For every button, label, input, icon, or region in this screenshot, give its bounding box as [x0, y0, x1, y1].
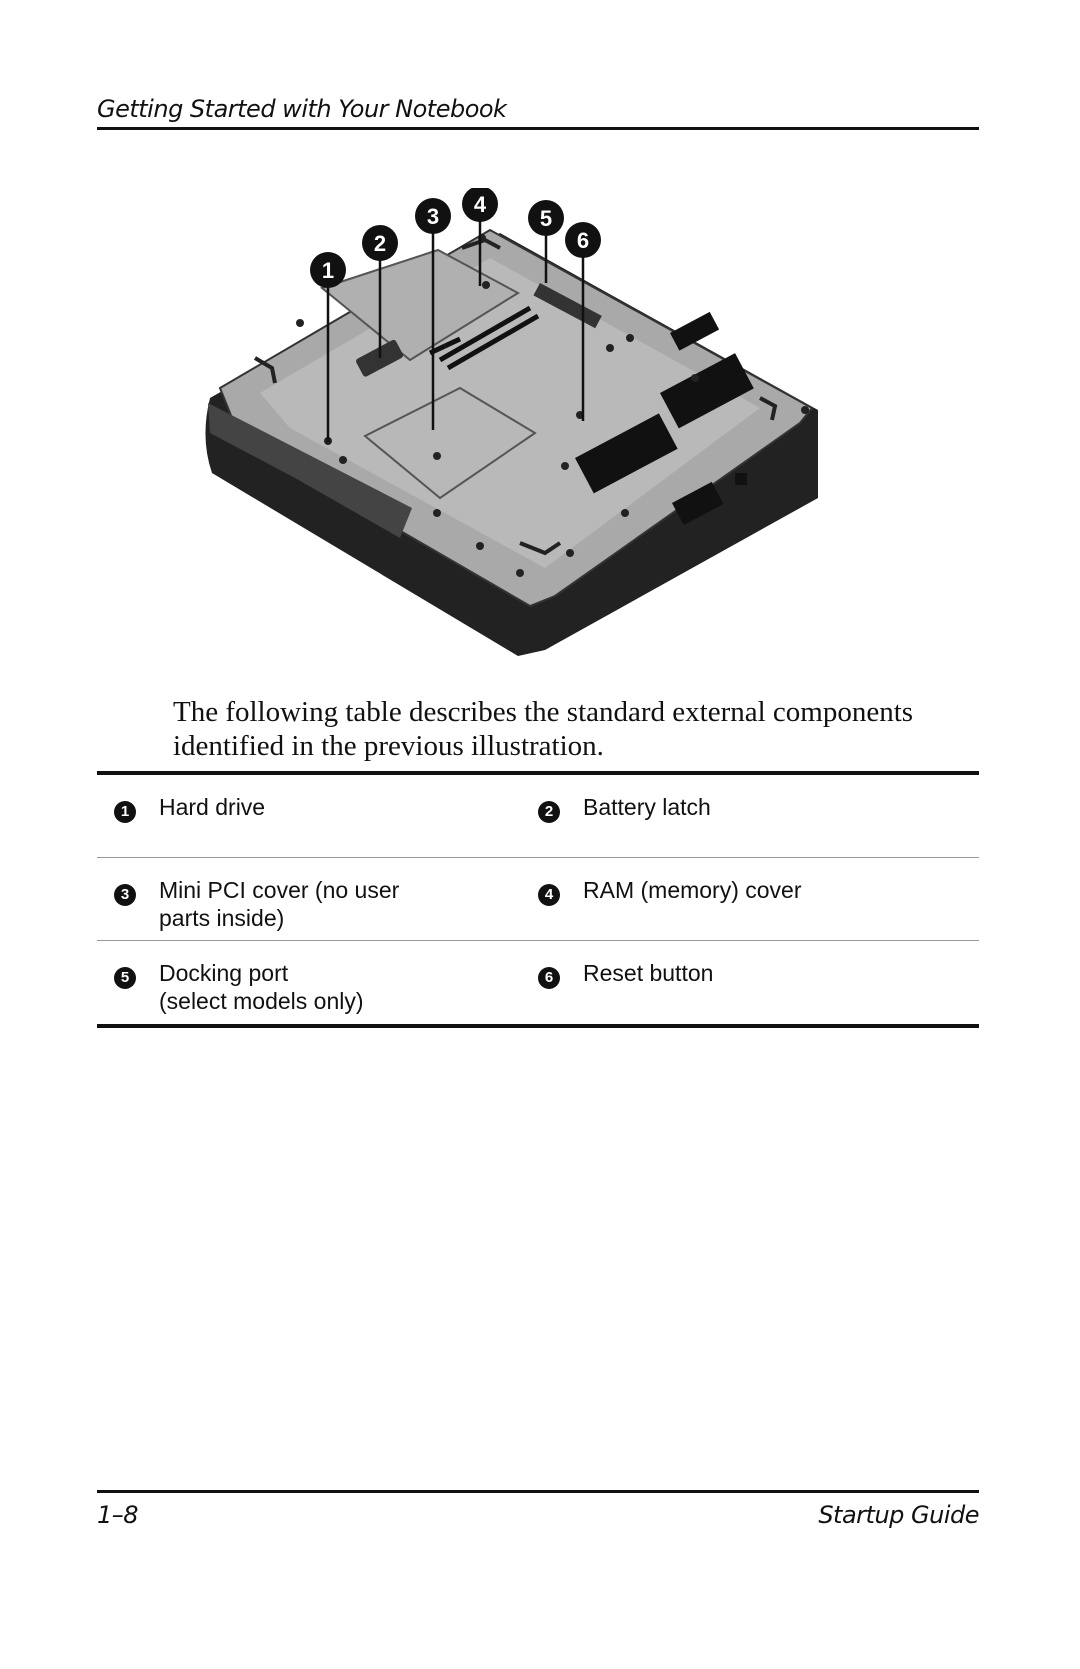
table-cell: 3 Mini PCI cover (no user parts inside) — [97, 858, 538, 940]
component-label: Mini PCI cover (no user parts inside) — [159, 877, 400, 931]
notebook-bottom-illustration: 1 2 3 4 5 6 — [200, 186, 880, 693]
callout-1-circle — [310, 252, 346, 288]
callouts: 1 2 3 4 5 6 — [310, 186, 601, 288]
callout-number: 1 — [114, 801, 136, 823]
callout-leader-lines — [326, 218, 585, 442]
table-cell: 5 Docking port (select models only) — [97, 941, 538, 1024]
guide-title: Startup Guide — [818, 1501, 979, 1529]
callout-number: 5 — [114, 967, 136, 989]
component-label: Docking port (select models only) — [159, 960, 364, 1014]
callout-4-label: 4 — [474, 192, 487, 217]
component-label: Battery latch — [583, 794, 711, 820]
table-row: 1 Hard drive 2 Battery latch — [97, 775, 979, 858]
callout-3-circle — [415, 198, 451, 234]
callout-5-label: 5 — [540, 206, 552, 231]
vent-grille — [575, 311, 754, 494]
docking-port-shape — [533, 283, 602, 329]
component-label: Reset button — [583, 960, 714, 986]
callout-4-circle — [462, 186, 498, 222]
callout-number: 2 — [538, 801, 560, 823]
components-table: 1 Hard drive 2 Battery latch 3 Mini PCI … — [97, 771, 979, 1028]
component-label: Hard drive — [159, 794, 266, 820]
callout-5-circle — [528, 200, 564, 236]
component-label: RAM (memory) cover — [583, 877, 802, 903]
page-header: Getting Started with Your Notebook — [97, 95, 979, 130]
page-number: 1–8 — [97, 1501, 139, 1529]
page-footer: 1–8 Startup Guide — [97, 1490, 979, 1529]
table-cell: 4 RAM (memory) cover — [538, 858, 979, 940]
callout-6-circle — [565, 222, 601, 258]
callout-6-label: 6 — [577, 228, 589, 253]
callout-3-label: 3 — [427, 204, 439, 229]
callout-number: 3 — [114, 884, 136, 906]
table-cell: 6 Reset button — [538, 941, 979, 1024]
vent-upper — [428, 305, 540, 371]
battery-latch-shape — [356, 339, 404, 377]
callout-number: 6 — [538, 967, 560, 989]
notebook-bottom-drawing: 1 2 3 4 5 6 — [205, 186, 819, 656]
battery-edge — [208, 403, 412, 538]
table-row: 5 Docking port (select models only) 6 Re… — [97, 941, 979, 1024]
callout-1-label: 1 — [322, 258, 334, 283]
mini-pci-cover — [363, 386, 537, 500]
table-cell: 2 Battery latch — [538, 775, 979, 857]
intro-paragraph: The following table describes the standa… — [173, 696, 914, 762]
side-ports — [672, 473, 747, 526]
header-title: Getting Started with Your Notebook — [97, 95, 507, 123]
table-row: 3 Mini PCI cover (no user parts inside) … — [97, 858, 979, 941]
callout-number: 4 — [538, 884, 560, 906]
callout-2-circle — [362, 225, 398, 261]
callout-2-label: 2 — [374, 231, 386, 256]
table-cell: 1 Hard drive — [97, 775, 538, 857]
